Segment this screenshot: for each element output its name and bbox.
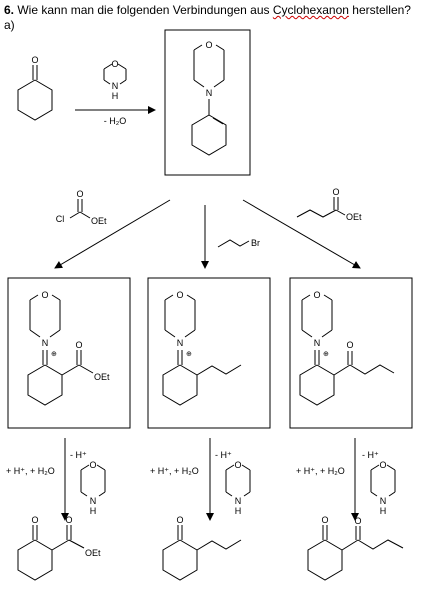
- atom-o: O: [31, 55, 38, 65]
- atom-h: H: [112, 91, 119, 101]
- iminium-box-1: [7, 277, 131, 429]
- atom-o: O: [76, 189, 83, 199]
- atom-o: O: [75, 340, 82, 350]
- keyword-cyclohexanone: Cyclohexanon: [272, 3, 349, 17]
- iminium-1-structure: [27, 294, 94, 406]
- ethyl-butanoate: [296, 197, 346, 218]
- iminium-3-structure: [299, 294, 395, 406]
- iminium-2-structure: [162, 294, 242, 406]
- atom-n: N: [42, 338, 49, 348]
- atom-n: N: [314, 338, 321, 348]
- arrow-to-product-1: [54, 199, 171, 269]
- atom-o: O: [346, 340, 353, 350]
- cyclohexanone-start: [17, 65, 53, 121]
- atom-o: O: [89, 460, 96, 470]
- question-text: 6. Wie kann man die folgenden Verbindung…: [4, 3, 411, 17]
- atom-o: O: [205, 40, 212, 50]
- atom-n: N: [235, 496, 242, 506]
- product-3-diketone: [307, 525, 404, 581]
- atom-o: O: [354, 516, 361, 526]
- condition-plus-h-water: + H⁺, + H₂O: [296, 466, 345, 476]
- product-2-propylketone: [162, 525, 242, 581]
- morpholine-byproduct-1: [80, 464, 106, 497]
- atom-o: O: [65, 515, 72, 525]
- atom-h: H: [380, 506, 387, 516]
- question-text-part1: Wie kann man die folgenden Verbindungen …: [14, 3, 273, 17]
- atom-o: O: [379, 460, 386, 470]
- atom-n: N: [206, 88, 213, 98]
- condition-minus-water: - H₂O: [104, 116, 127, 126]
- group-oet: OEt: [91, 216, 107, 226]
- enamine-structure: [191, 44, 227, 156]
- iminium-box-2: [147, 277, 271, 429]
- group-oet: OEt: [85, 548, 101, 558]
- atom-o: O: [321, 515, 328, 525]
- plus-charge-icon: ⊕: [323, 351, 329, 358]
- atom-labels: O O N H - H₂O O N O Cl OEt Br O OEt O N …: [6, 40, 387, 558]
- ethyl-chloroformate: [69, 199, 91, 219]
- atom-h: H: [235, 506, 242, 516]
- morpholine-reagent: [103, 63, 127, 85]
- atom-n: N: [177, 338, 184, 348]
- group-oet: OEt: [94, 372, 110, 382]
- question-number: 6.: [4, 3, 15, 17]
- group-oet: OEt: [346, 212, 362, 222]
- iminium-box-3: [289, 277, 413, 429]
- condition-minus-h: - H⁺: [215, 450, 232, 460]
- atom-o: O: [332, 187, 339, 197]
- atom-n: N: [380, 496, 387, 506]
- atom-n: N: [90, 496, 97, 506]
- condition-plus-h-water: + H⁺, + H₂O: [6, 466, 55, 476]
- condition-plus-h-water: + H⁺, + H₂O: [150, 466, 199, 476]
- bromopropane: [217, 239, 250, 248]
- atom-o: O: [111, 59, 118, 69]
- morpholine-byproduct-3: [370, 464, 396, 497]
- atom-o: O: [176, 290, 183, 300]
- plus-charge-icon: ⊕: [186, 351, 192, 358]
- atom-o: O: [234, 460, 241, 470]
- morpholine-byproduct-2: [225, 464, 251, 497]
- condition-minus-h: - H⁺: [362, 450, 379, 460]
- atom-o: O: [41, 290, 48, 300]
- enamine-box: [164, 29, 251, 176]
- arrow-to-product-3: [242, 199, 361, 269]
- product-1-ketoester: [17, 525, 85, 581]
- atom-br: Br: [251, 238, 260, 248]
- atom-cl: Cl: [56, 214, 65, 224]
- plus-charge-icon: ⊕: [51, 351, 57, 358]
- question-text-part2: herstellen?: [348, 3, 411, 17]
- condition-minus-h: - H⁺: [70, 450, 87, 460]
- part-label: a): [4, 18, 15, 32]
- atom-n: N: [112, 81, 119, 91]
- atom-o: O: [176, 515, 183, 525]
- atom-o: O: [313, 290, 320, 300]
- atom-h: H: [90, 506, 97, 516]
- atom-o: O: [31, 515, 38, 525]
